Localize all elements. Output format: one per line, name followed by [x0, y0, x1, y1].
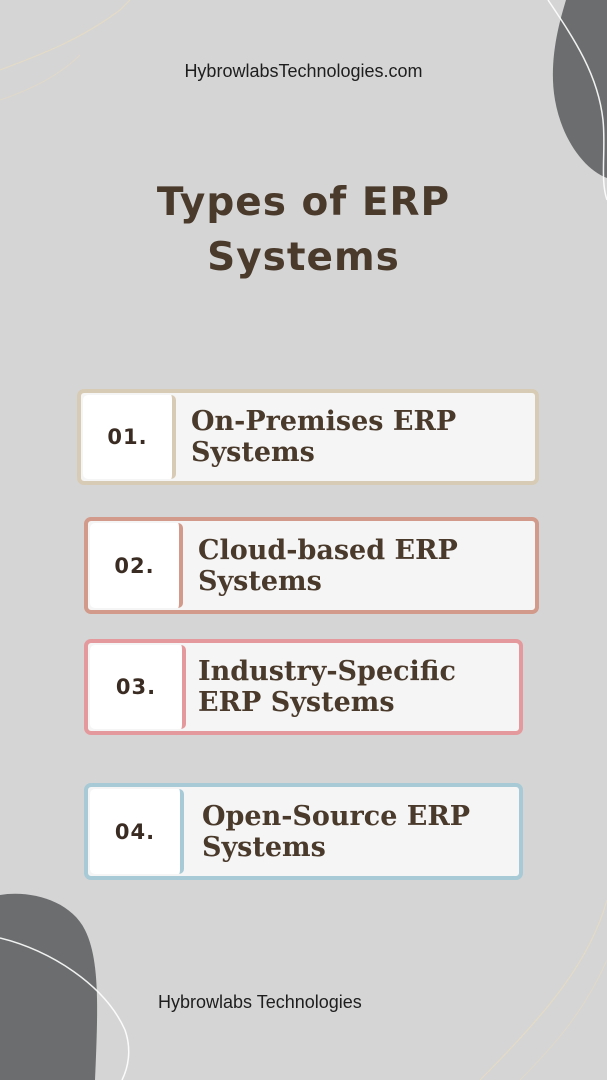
erp-type-label-4-line-1: Open-Source ERP — [202, 800, 471, 832]
bottom-left-line — [0, 937, 130, 1080]
page-title-line-2: Systems — [207, 235, 400, 280]
erp-type-card-4: 04. Open-Source ERP Systems — [84, 783, 523, 880]
erp-type-label-2-line-1: Cloud-based ERP — [198, 534, 458, 566]
erp-type-number-2: 02. — [114, 553, 155, 578]
erp-type-number-box-4: 04. — [90, 789, 184, 874]
erp-type-label-4: Open-Source ERP Systems — [202, 801, 470, 863]
page-title-line-1: Types of ERP — [156, 180, 451, 225]
erp-type-label-2-line-2: Systems — [198, 565, 322, 597]
erp-type-label-2: Cloud-based ERP Systems — [198, 535, 458, 597]
erp-type-label-4-line-2: Systems — [202, 831, 326, 863]
erp-type-card-2: 02. Cloud-based ERP Systems — [84, 517, 539, 614]
bottom-left-blob — [0, 893, 98, 1080]
erp-type-card-1: 01. On-Premises ERP Systems — [77, 389, 539, 485]
erp-type-label-1-line-1: On-Premises ERP — [191, 406, 457, 437]
top-right-line — [547, 0, 607, 201]
erp-type-label-1-line-2: Systems — [191, 437, 315, 468]
website-url: HybrowlabsTechnologies.com — [184, 61, 423, 81]
erp-type-number-3: 03. — [115, 675, 157, 699]
erp-type-label-3-line-2: ERP Systems — [198, 687, 395, 718]
page-title: Types of ERP Systems — [0, 175, 607, 285]
erp-type-card-3: 03. Industry-Specific ERP Systems — [84, 639, 523, 735]
erp-type-number-box-3: 03. — [90, 645, 186, 729]
erp-type-number-box-2: 02. — [90, 523, 183, 608]
top-left-line — [0, 0, 131, 71]
bottom-right-line — [479, 899, 607, 1080]
erp-type-number-4: 04. — [114, 819, 156, 844]
erp-type-number-1: 01. — [107, 425, 148, 449]
erp-type-label-3: Industry-Specific ERP Systems — [198, 656, 456, 718]
erp-type-label-1: On-Premises ERP Systems — [191, 406, 456, 468]
erp-type-number-box-1: 01. — [83, 395, 176, 479]
footer-brand: Hybrowlabs Technologies — [158, 992, 362, 1012]
top-right-blob — [552, 0, 607, 178]
erp-type-label-3-line-1: Industry-Specific — [198, 656, 456, 687]
